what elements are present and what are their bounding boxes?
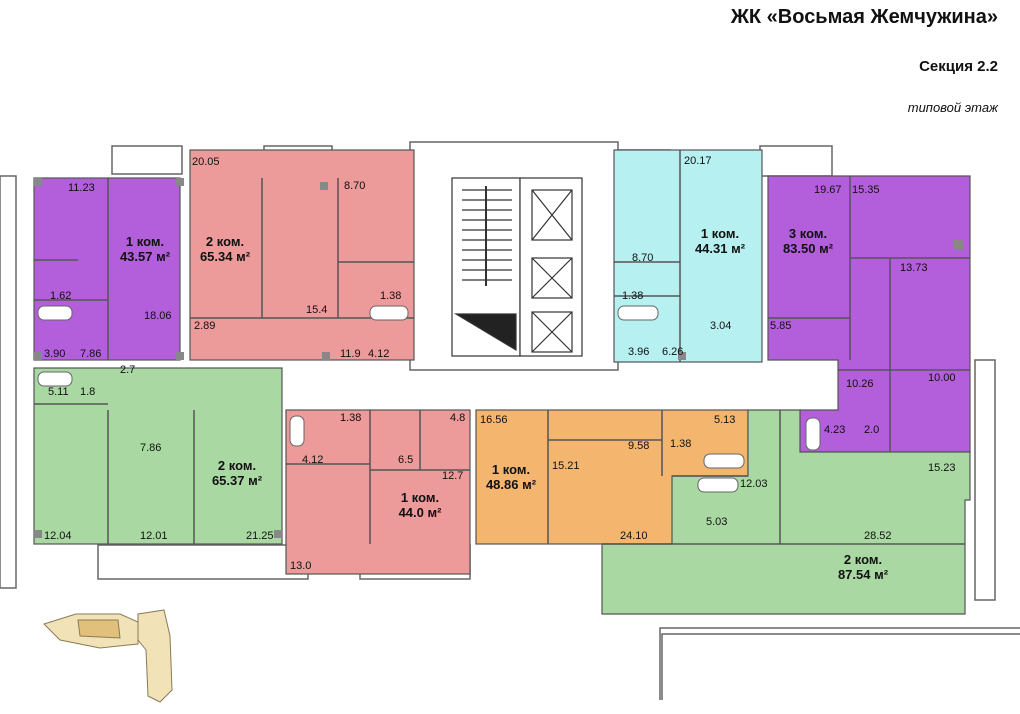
room-area: 15.21 xyxy=(552,460,580,472)
room-area: 4.23 xyxy=(824,424,846,436)
room-area: 2.89 xyxy=(194,320,216,332)
apt-label: 3 ком.83.50 м² xyxy=(782,226,834,256)
room-area: 18.06 xyxy=(144,310,172,322)
room-area: 12.04 xyxy=(44,530,72,542)
apt-1k-43-purple xyxy=(33,177,181,361)
apt-label: 1 ком.48.86 м² xyxy=(485,462,537,492)
room-area: 11.9 xyxy=(340,348,361,360)
room-area: 12.03 xyxy=(740,478,768,490)
apt-2k-65-green xyxy=(33,367,283,545)
floor-subtitle: типовой этаж xyxy=(907,100,998,115)
room-area: 13.73 xyxy=(900,262,928,274)
room-area: 20.05 xyxy=(192,156,220,168)
room-area: 20.17 xyxy=(684,155,712,167)
room-area: 7.86 xyxy=(140,442,162,454)
room-area: 3.96 xyxy=(628,346,650,358)
room-area: 8.70 xyxy=(344,180,366,192)
room-area: 1.8 xyxy=(80,386,96,398)
room-area: 5.03 xyxy=(706,516,728,528)
room-area: 15.4 xyxy=(306,304,328,316)
room-area: 28.52 xyxy=(864,530,892,542)
complex-title: ЖК «Восьмая Жемчужина» xyxy=(730,6,998,28)
apt-1k-44-cyan xyxy=(613,149,763,363)
room-area: 24.10 xyxy=(620,530,648,542)
room-area: 19.67 xyxy=(814,184,842,196)
room-area: 3.90 xyxy=(44,348,66,360)
room-area: 1.62 xyxy=(50,290,72,302)
room-area: 1.38 xyxy=(622,290,644,302)
room-area: 6.26 xyxy=(662,346,684,358)
room-area: 5.85 xyxy=(770,320,792,332)
room-area: 4.12 xyxy=(368,348,390,360)
room-area: 16.56 xyxy=(480,414,508,426)
room-area: 8.70 xyxy=(632,252,654,264)
apt-label: 1 ком.44.31 м² xyxy=(694,226,746,256)
room-area: 5.11 xyxy=(48,386,69,398)
room-area: 1.38 xyxy=(380,290,402,302)
room-area: 15.35 xyxy=(852,184,880,196)
room-area: 2.0 xyxy=(864,424,880,436)
room-area: 5.13 xyxy=(714,414,736,426)
apt-label: 1 ком.44.0 м² xyxy=(398,490,442,520)
room-area: 10.26 xyxy=(846,378,874,390)
room-area: 12.7 xyxy=(442,470,464,482)
apt-label: 2 ком.65.37 м² xyxy=(211,458,263,488)
room-area: 1.38 xyxy=(670,438,692,450)
apt-label: 1 ком.43.57 м² xyxy=(119,234,171,264)
room-area: 2.7 xyxy=(120,364,136,376)
apt-1k-44-pink xyxy=(285,409,471,575)
room-area: 4.8 xyxy=(450,412,466,424)
room-area: 12.01 xyxy=(140,530,168,542)
room-area: 1.38 xyxy=(340,412,362,424)
room-area: 6.5 xyxy=(398,454,414,466)
room-area: 3.04 xyxy=(710,320,732,332)
apt-2k-65-pink xyxy=(189,149,415,361)
room-area: 15.23 xyxy=(928,462,956,474)
room-area: 13.0 xyxy=(290,560,312,572)
room-area: 11.23 xyxy=(68,182,95,194)
apt-label: 2 ком.87.54 м² xyxy=(837,552,889,582)
room-area: 4.12 xyxy=(302,454,324,466)
room-area: 7.86 xyxy=(80,348,102,360)
section-title: Секция 2.2 xyxy=(919,58,998,75)
room-area: 9.58 xyxy=(628,440,650,452)
apt-label: 2 ком.65.34 м² xyxy=(199,234,251,264)
room-area: 10.00 xyxy=(928,372,956,384)
room-area: 21.25 xyxy=(246,530,274,542)
